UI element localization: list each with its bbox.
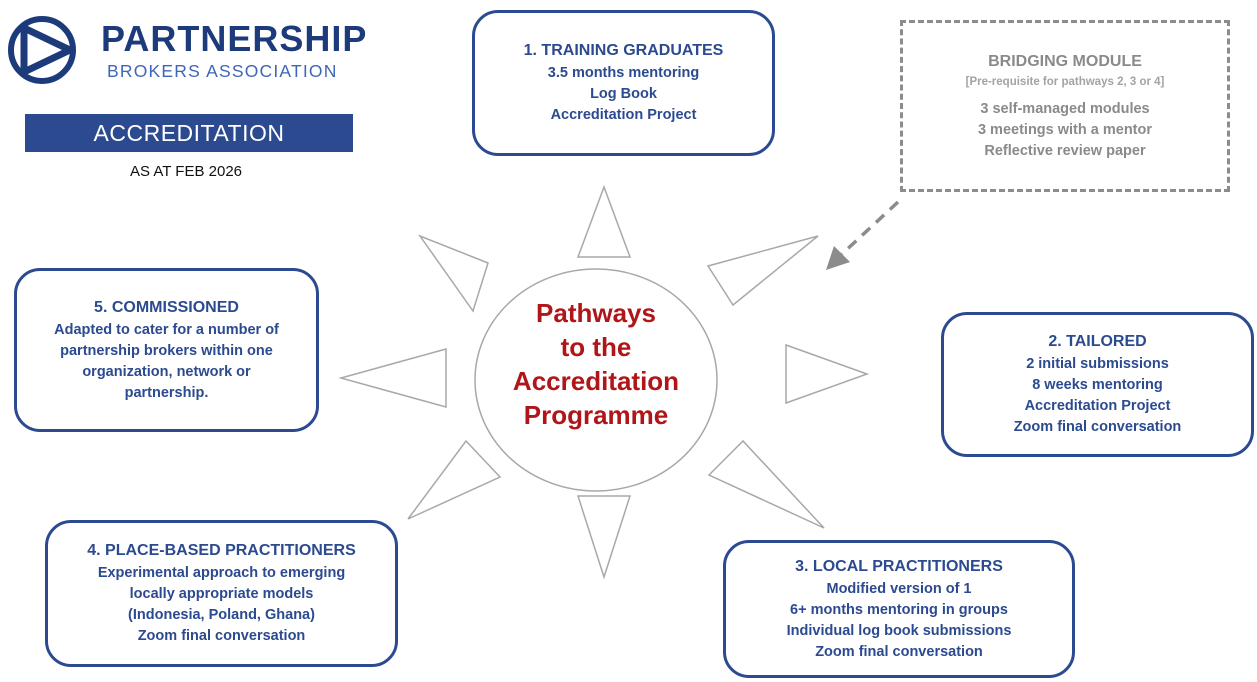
pathway-line: locally appropriate models [129, 586, 314, 602]
ray-bottom [576, 495, 632, 580]
bridging-arrow [826, 200, 900, 270]
as-at-date: AS AT FEB 2026 [130, 163, 243, 180]
ray-top-left [417, 234, 489, 313]
center-line: Pathways [536, 298, 656, 328]
pathway-line: Experimental approach to emerging [97, 565, 346, 581]
logo: PARTNERSHIP BROKERS ASSOCIATION [6, 10, 366, 90]
pathway-line: partnership brokers within one [60, 342, 273, 359]
center-line: Accreditation [512, 366, 680, 396]
pathway-line: Zoom final conversation [1013, 419, 1182, 435]
pathway-line: Accreditation Project [1024, 398, 1171, 414]
bridging-title: BRIDGING MODULE [988, 52, 1142, 70]
pathway-line: 3.5 months mentoring [547, 65, 700, 81]
logo-name-line2: BROKERS ASSOCIATION [107, 61, 338, 81]
center-title: Pathways to the Accreditation Programme [475, 296, 717, 432]
pathway-line: organization, network or [82, 363, 251, 380]
pathway-line: Individual log book submissions [786, 622, 1012, 639]
ray-top [576, 184, 632, 258]
pathway-title: 4. PLACE-BASED PRACTITIONERS [87, 542, 356, 559]
pathway-5-box: 5. COMMISSIONED Adapted to cater for a n… [14, 268, 319, 432]
logo-name-line1: PARTNERSHIP [101, 18, 368, 59]
bridging-line: 3 meetings with a mentor [977, 121, 1153, 138]
ray-left [338, 348, 447, 408]
pathway-line: Log Book [590, 86, 657, 102]
pathway-title: 1. TRAINING GRADUATES [523, 42, 724, 59]
pathway-title: 5. COMMISSIONED [94, 298, 239, 316]
pathway-line: 2 initial submissions [1026, 356, 1169, 372]
sun-rays [338, 184, 870, 580]
pathway-1-box: 1. TRAINING GRADUATES 3.5 months mentori… [472, 10, 775, 156]
pathway-line: Zoom final conversation [137, 628, 306, 644]
pathway-line: partnership. [124, 384, 209, 401]
pathway-title: 3. LOCAL PRACTITIONERS [795, 557, 1003, 575]
bridging-line: Reflective review paper [984, 142, 1146, 159]
pathway-line: Accreditation Project [550, 107, 697, 123]
pathway-3-box: 3. LOCAL PRACTITIONERS Modified version … [723, 540, 1075, 678]
center-line: to the [560, 332, 632, 362]
pathway-title: 2. TAILORED [1048, 333, 1147, 350]
ray-bottom-left [407, 439, 502, 520]
center-line: Programme [523, 400, 669, 430]
bridging-arrow-head [826, 246, 850, 270]
ray-bottom-right [707, 439, 825, 529]
ray-top-right [706, 235, 819, 307]
pathway-line: Zoom final conversation [815, 643, 983, 660]
pathway-line: 8 weeks mentoring [1032, 377, 1163, 393]
pathway-4-box: 4. PLACE-BASED PRACTITIONERS Experimenta… [45, 520, 398, 667]
bridging-subtitle: [Pre-requisite for pathways 2, 3 or 4] [965, 75, 1165, 88]
ray-right [785, 343, 870, 405]
pathway-line: Modified version of 1 [826, 580, 972, 597]
pathway-line: Adapted to cater for a number of [54, 321, 279, 338]
bridging-module-box: BRIDGING MODULE [Pre-requisite for pathw… [900, 20, 1230, 192]
pathway-line: 6+ months mentoring in groups [790, 601, 1008, 618]
pathway-2-box: 2. TAILORED 2 initial submissions 8 week… [941, 312, 1254, 457]
accreditation-banner: ACCREDITATION [25, 114, 353, 152]
pathway-line: (Indonesia, Poland, Ghana) [128, 607, 315, 623]
bridging-line: 3 self-managed modules [980, 100, 1150, 117]
center-ellipse [474, 268, 718, 492]
play-triangle-logo-icon [8, 16, 76, 84]
